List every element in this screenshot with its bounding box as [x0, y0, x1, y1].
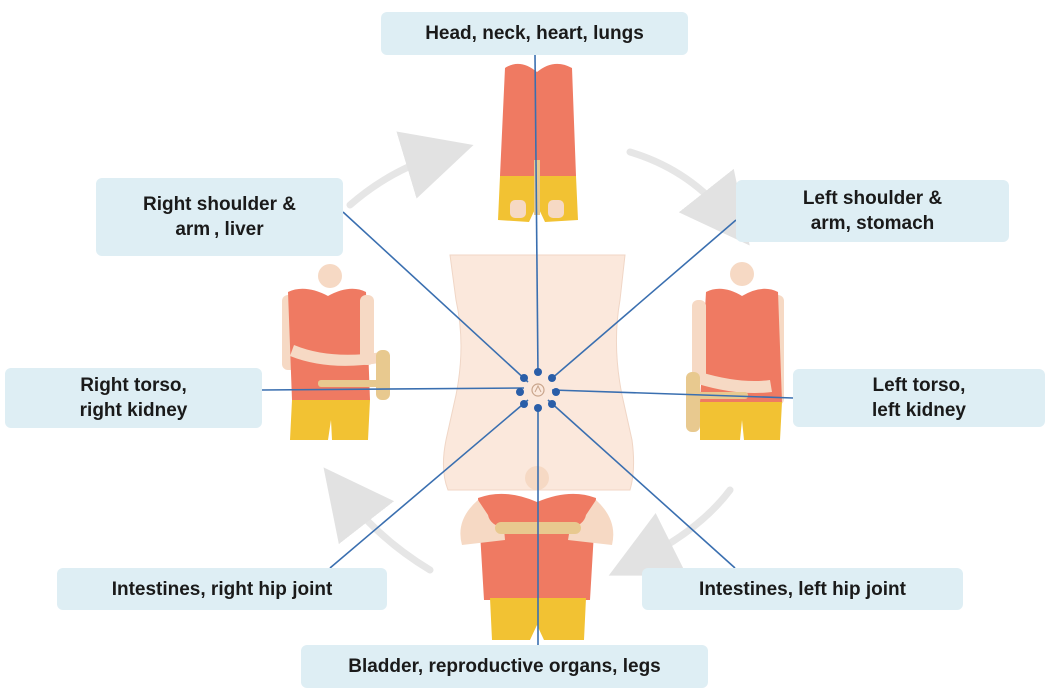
figure-right — [686, 262, 784, 440]
line-bottom-left — [329, 399, 529, 569]
massage-tool-icon — [318, 350, 390, 400]
label-bladder-reproductive-legs: Bladder, reproductive organs, legs — [301, 645, 708, 688]
label-right-torso-kidney: Right torso, right kidney — [5, 368, 262, 428]
cycle-arrow-top-right — [626, 148, 750, 246]
cycle-arrows — [323, 131, 750, 576]
cycle-arrow-bottom-right — [608, 486, 734, 576]
cycle-arrow-bottom-left — [323, 467, 434, 574]
navel-point — [520, 374, 528, 382]
label-intestines-left-hip: Intestines, left hip joint — [642, 568, 963, 610]
label-head-neck-heart-lungs: Head, neck, heart, lungs — [381, 12, 688, 55]
connector-lines — [261, 54, 794, 645]
label-right-shoulder-arm-liver: Right shoulder & arm , liver — [96, 178, 343, 256]
figure-top — [498, 30, 578, 222]
navel-point — [548, 400, 556, 408]
line-upper-right — [549, 219, 737, 381]
navel-point — [534, 404, 542, 412]
label-left-torso-kidney: Left torso, left kidney — [793, 369, 1045, 427]
line-bottom-right — [547, 399, 736, 569]
cycle-arrow-top-left — [346, 131, 474, 209]
figure-bottom — [460, 466, 614, 640]
label-left-shoulder-arm-stomach: Left shoulder & arm, stomach — [736, 180, 1009, 242]
navel-mark-icon — [531, 383, 545, 397]
navel-point — [534, 368, 542, 376]
navel-points — [516, 368, 560, 412]
label-intestines-right-hip: Intestines, right hip joint — [57, 568, 387, 610]
line-middle-right — [551, 389, 794, 399]
figure-left — [282, 264, 390, 440]
navel-point — [520, 400, 528, 408]
line-middle-left — [261, 387, 525, 391]
line-upper-left — [342, 211, 529, 383]
line-top — [534, 54, 539, 376]
navel-point — [548, 374, 556, 382]
navel-point — [516, 388, 524, 396]
navel-point — [552, 388, 560, 396]
